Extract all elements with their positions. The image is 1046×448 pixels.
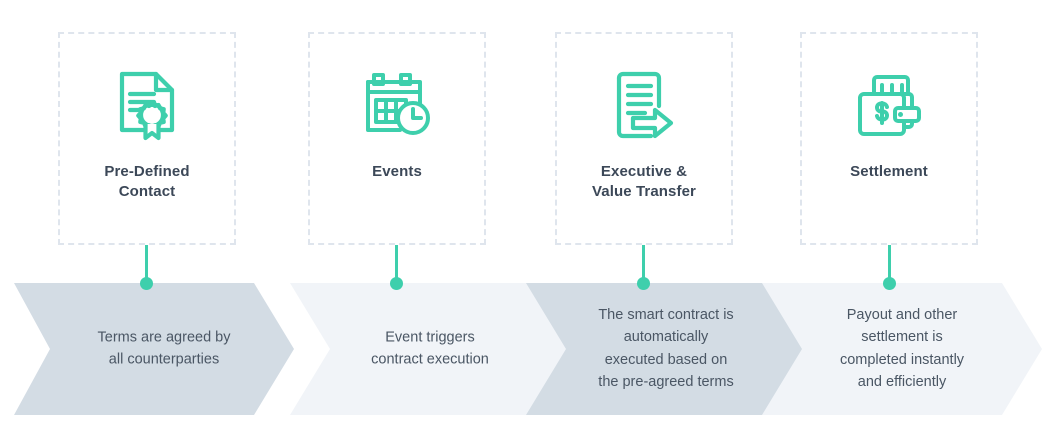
connector-dot-3 xyxy=(637,277,650,290)
step-card-title: Settlement xyxy=(850,163,928,180)
step-card-1: Pre-Defined Contact xyxy=(58,32,236,245)
step-card-title: Pre-Defined Contact xyxy=(104,163,190,201)
chevron-shape xyxy=(14,283,294,415)
connector-line-1 xyxy=(145,245,148,285)
step-card-title: Executive & Value Transfer xyxy=(592,163,696,201)
process-chevron-text: Payout and other settlement is completed… xyxy=(839,307,965,391)
connector-dot-1 xyxy=(140,277,153,290)
wallet-dollar-icon xyxy=(850,66,928,144)
connector-dot-4 xyxy=(883,277,896,290)
certificate-document-icon xyxy=(108,66,186,144)
chevron-shape xyxy=(762,283,1042,415)
connector-line-4 xyxy=(888,245,891,285)
chevron-shape xyxy=(526,283,806,415)
process-chevron-text: Event triggers contract execution xyxy=(371,329,489,368)
process-chevron-4: Payout and other settlement is completed… xyxy=(762,283,1042,415)
process-chevron-band: Terms are agreed by all counterparties E… xyxy=(0,283,1046,415)
connector-dot-2 xyxy=(390,277,403,290)
step-card-2: Events xyxy=(308,32,486,245)
chevron-shape xyxy=(290,283,570,415)
calendar-clock-icon xyxy=(358,66,436,144)
document-arrow-icon xyxy=(605,66,683,144)
process-chevron-text: Terms are agreed by all counterparties xyxy=(97,329,231,368)
process-chevron-1: Terms are agreed by all counterparties xyxy=(14,283,294,415)
connector-line-3 xyxy=(642,245,645,285)
step-card-3: Executive & Value Transfer xyxy=(555,32,733,245)
step-card-4: Settlement xyxy=(800,32,978,245)
connector-line-2 xyxy=(395,245,398,285)
step-card-title: Events xyxy=(372,163,422,180)
process-chevron-2: Event triggers contract execution xyxy=(290,283,570,415)
process-chevron-3: The smart contract is automatically exec… xyxy=(526,283,806,415)
process-chevron-text: The smart contract is automatically exec… xyxy=(598,307,734,391)
